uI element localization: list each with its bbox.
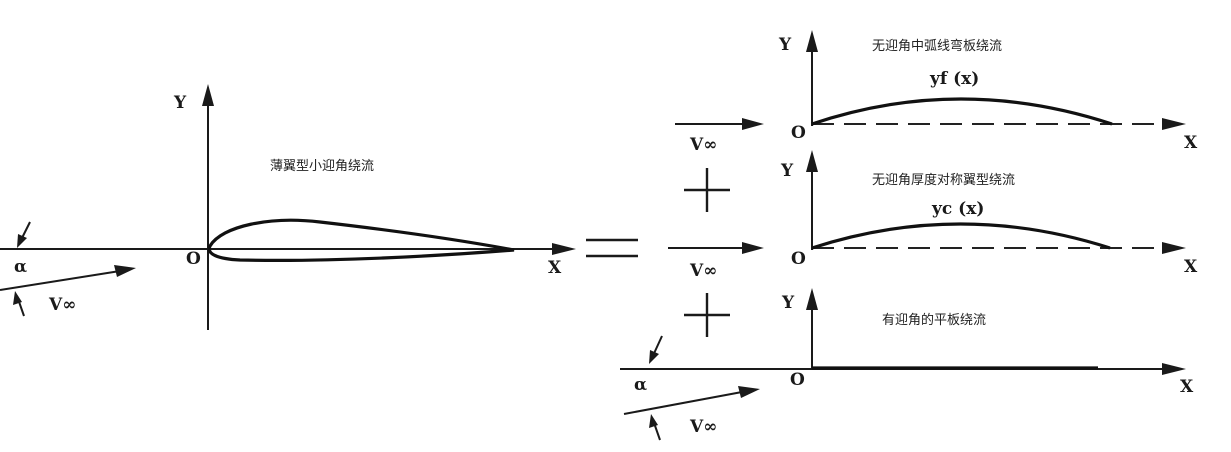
alpha-tick-top-arrowhead xyxy=(17,234,27,248)
left-origin-label: O xyxy=(186,249,201,269)
camber-x-label: X xyxy=(1184,133,1198,153)
flatplate-alpha-label: α xyxy=(634,375,647,395)
camber-line-curve xyxy=(811,97,1113,126)
flatplate-origin-label: O xyxy=(790,370,805,390)
panel-camber: Y X O yf (x) 无迎角中弧线弯板绕流 V∞ xyxy=(675,30,1198,155)
camber-velocity-arrowhead xyxy=(742,118,764,130)
thin-airfoil-shape xyxy=(207,218,515,262)
thickness-velocity-label: V∞ xyxy=(689,261,717,281)
left-caption: 薄翼型小迎角绕流 xyxy=(270,159,374,174)
thickness-origin-label: O xyxy=(791,249,806,269)
left-x-label: X xyxy=(548,258,562,278)
thickness-y-arrowhead xyxy=(806,150,818,172)
flatplate-x-label: X xyxy=(1180,377,1194,397)
equals-sign xyxy=(586,238,638,258)
flatplate-velocity-arrow xyxy=(623,391,743,415)
thickness-curve xyxy=(811,222,1111,250)
thickness-y-label: Y xyxy=(780,161,794,181)
camber-y-arrowhead xyxy=(806,30,818,52)
flatplate-velocity-arrowhead xyxy=(738,386,760,398)
left-alpha-label: α xyxy=(14,257,27,277)
flatplate-y-label: Y xyxy=(781,293,795,313)
flatplate-alpha-tick-top-arrowhead xyxy=(649,350,659,364)
flatplate-y-arrowhead xyxy=(806,288,818,310)
camber-caption: 无迎角中弧线弯板绕流 xyxy=(872,38,1002,54)
left-velocity-arrowhead xyxy=(114,265,136,277)
panel-flatplate: Y X O 有迎角的平板绕流 α V∞ xyxy=(620,288,1194,441)
alpha-tick-bottom-arrowhead xyxy=(13,291,22,305)
plus-sign-top xyxy=(684,168,730,212)
flatplate-alpha-tick-bottom-arrowhead xyxy=(649,414,658,428)
camber-curve-label: yf (x) xyxy=(929,69,979,89)
camber-x-arrowhead xyxy=(1162,118,1186,130)
left-velocity-arrow xyxy=(0,270,121,291)
left-panel: Y X O 薄翼型小迎角绕流 α V∞ xyxy=(0,84,576,330)
camber-y-label: Y xyxy=(778,35,792,55)
left-x-arrowhead xyxy=(552,243,576,255)
flatplate-x-arrowhead xyxy=(1162,363,1186,375)
thickness-x-label: X xyxy=(1184,257,1198,277)
thickness-curve-label: yc (x) xyxy=(931,199,984,219)
thickness-caption: 无迎角厚度对称翼型绕流 xyxy=(872,172,1015,188)
camber-origin-label: O xyxy=(791,123,806,143)
thickness-velocity-arrowhead xyxy=(742,242,764,254)
flatplate-caption: 有迎角的平板绕流 xyxy=(882,312,986,328)
left-y-arrowhead xyxy=(202,84,214,106)
flatplate-velocity-label: V∞ xyxy=(689,417,717,437)
camber-velocity-label: V∞ xyxy=(689,135,717,155)
panel-thickness: Y X O yc (x) 无迎角厚度对称翼型绕流 V∞ xyxy=(668,150,1198,281)
thickness-x-arrowhead xyxy=(1162,242,1186,254)
left-y-label: Y xyxy=(173,93,187,113)
left-velocity-label: V∞ xyxy=(48,295,76,315)
plus-sign-bottom xyxy=(684,293,730,337)
